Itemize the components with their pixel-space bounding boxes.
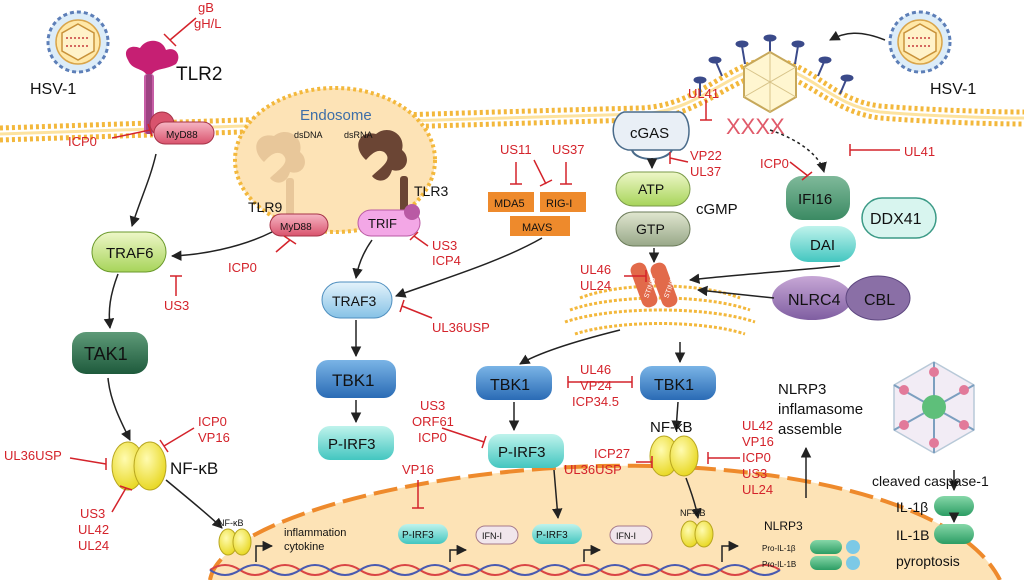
tlr2-receptor	[125, 40, 179, 134]
tlr3-receptor	[358, 129, 408, 212]
myd88-tlr9	[269, 213, 329, 237]
activation-arrows	[103, 129, 960, 529]
ddx41-node	[861, 197, 937, 239]
traf6-node	[91, 231, 167, 273]
viral-dna-marks: XXXX	[726, 114, 785, 139]
cbl-node	[845, 275, 911, 321]
traf3-node	[321, 281, 393, 319]
ifni-box-1	[475, 525, 519, 545]
nfkb-left	[111, 441, 167, 491]
trif-adaptor	[357, 204, 421, 237]
pro-il1b-pills	[810, 540, 860, 570]
mavs-box	[510, 216, 570, 236]
gtp-node	[615, 211, 691, 247]
sting-dimer	[630, 262, 678, 308]
rigi-box	[540, 192, 586, 212]
dai-node	[790, 226, 856, 262]
tbk1-node-left	[316, 360, 396, 398]
pirf3-node-left	[318, 426, 394, 460]
nfkb-nucleus-left	[218, 528, 252, 556]
il1b-pill-2	[934, 524, 974, 544]
ifni-box-2	[609, 525, 653, 545]
pirf3-nuclear-2	[532, 524, 582, 544]
nucleus	[208, 463, 1002, 580]
inflammasome-icon	[893, 361, 975, 454]
hsv1-virus-left	[46, 10, 110, 74]
endosome	[233, 86, 437, 234]
pirf3-nuclear-1	[398, 524, 448, 544]
cgas-node	[612, 111, 690, 151]
tak1-node	[72, 332, 148, 374]
mda5-box	[488, 192, 534, 212]
promoter-arrows	[255, 540, 740, 562]
pirf3-node-mid	[488, 434, 564, 468]
dna-strand	[209, 564, 781, 576]
tbk1-node-mid	[476, 366, 552, 400]
nfkb-right	[649, 435, 699, 477]
nfkb-nucleus-right	[680, 520, 714, 548]
myd88-left	[149, 111, 215, 145]
capsid-entering	[743, 50, 797, 114]
tlr9-receptor	[256, 131, 305, 218]
nlrc4-node	[772, 276, 852, 320]
tbk1-node-right	[640, 366, 716, 400]
atp-node	[615, 171, 691, 207]
hsv1-virus-right	[888, 10, 952, 74]
virus-entry-arrow	[829, 30, 886, 41]
il1b-pill-1	[934, 496, 974, 516]
ifi16-node	[786, 176, 850, 220]
inhibition-lines	[69, 17, 900, 513]
